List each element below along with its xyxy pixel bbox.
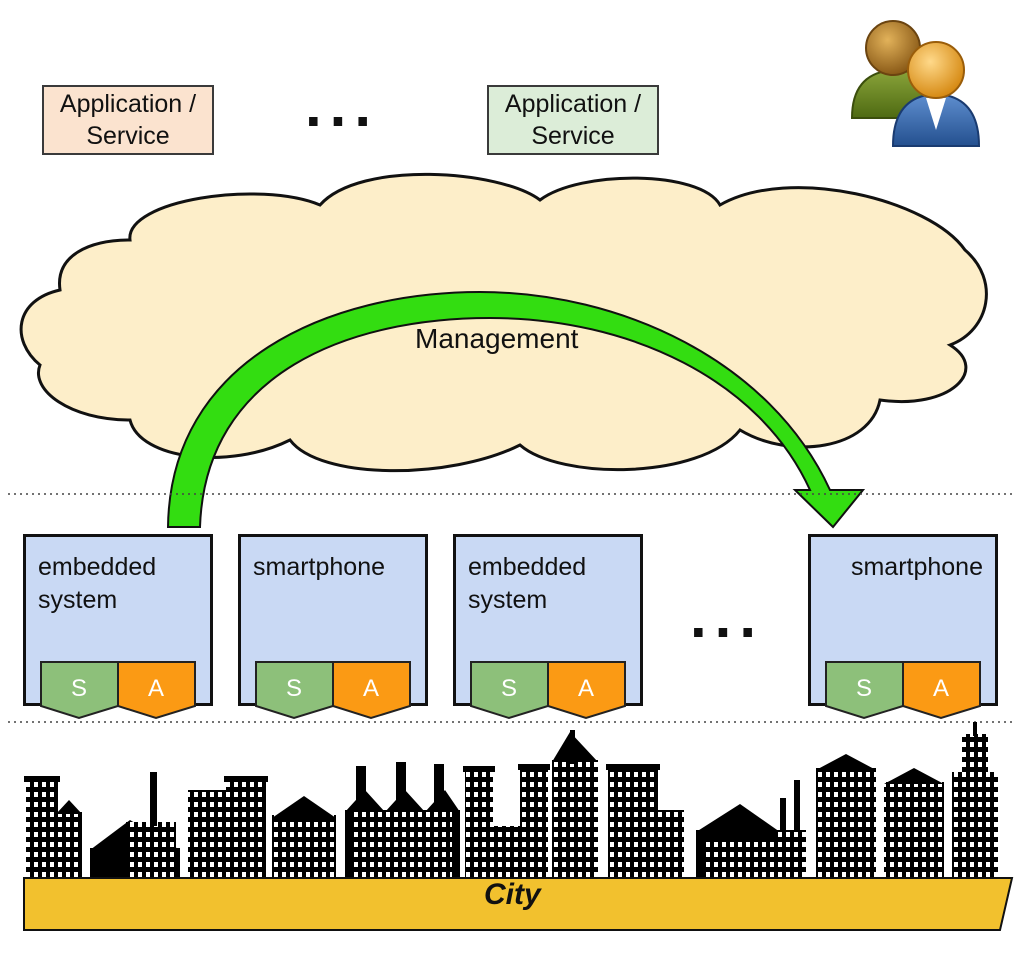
device-smartphone-1[interactable]: smartphone bbox=[238, 534, 428, 706]
device-label-line1: embedded bbox=[468, 553, 587, 581]
device-label-line2: system bbox=[468, 586, 548, 614]
device-label-line1: smartphone bbox=[253, 553, 386, 581]
app-label-line2: Service bbox=[86, 122, 170, 150]
city-ground bbox=[23, 877, 1014, 931]
device-label-line2: system bbox=[38, 586, 118, 614]
device-smartphone-2[interactable]: smartphone bbox=[808, 534, 998, 706]
device-label-line1: smartphone bbox=[850, 553, 983, 581]
application-service-box-1[interactable]: Application / Service bbox=[42, 85, 214, 155]
app-label-line1: Application / bbox=[504, 90, 642, 118]
device-label-line1: embedded bbox=[38, 553, 157, 581]
application-service-box-2[interactable]: Application / Service bbox=[487, 85, 659, 155]
management-cloud bbox=[19, 172, 988, 473]
users-icon bbox=[850, 20, 981, 147]
device-embedded-system-2[interactable]: embedded system bbox=[453, 534, 643, 706]
app-label-line1: Application / bbox=[59, 90, 197, 118]
city-skyline-icon bbox=[24, 722, 998, 878]
app-label-line2: Service bbox=[531, 122, 615, 150]
device-embedded-system-1[interactable]: embedded system bbox=[23, 534, 213, 706]
green-arrow-icon bbox=[166, 290, 866, 529]
